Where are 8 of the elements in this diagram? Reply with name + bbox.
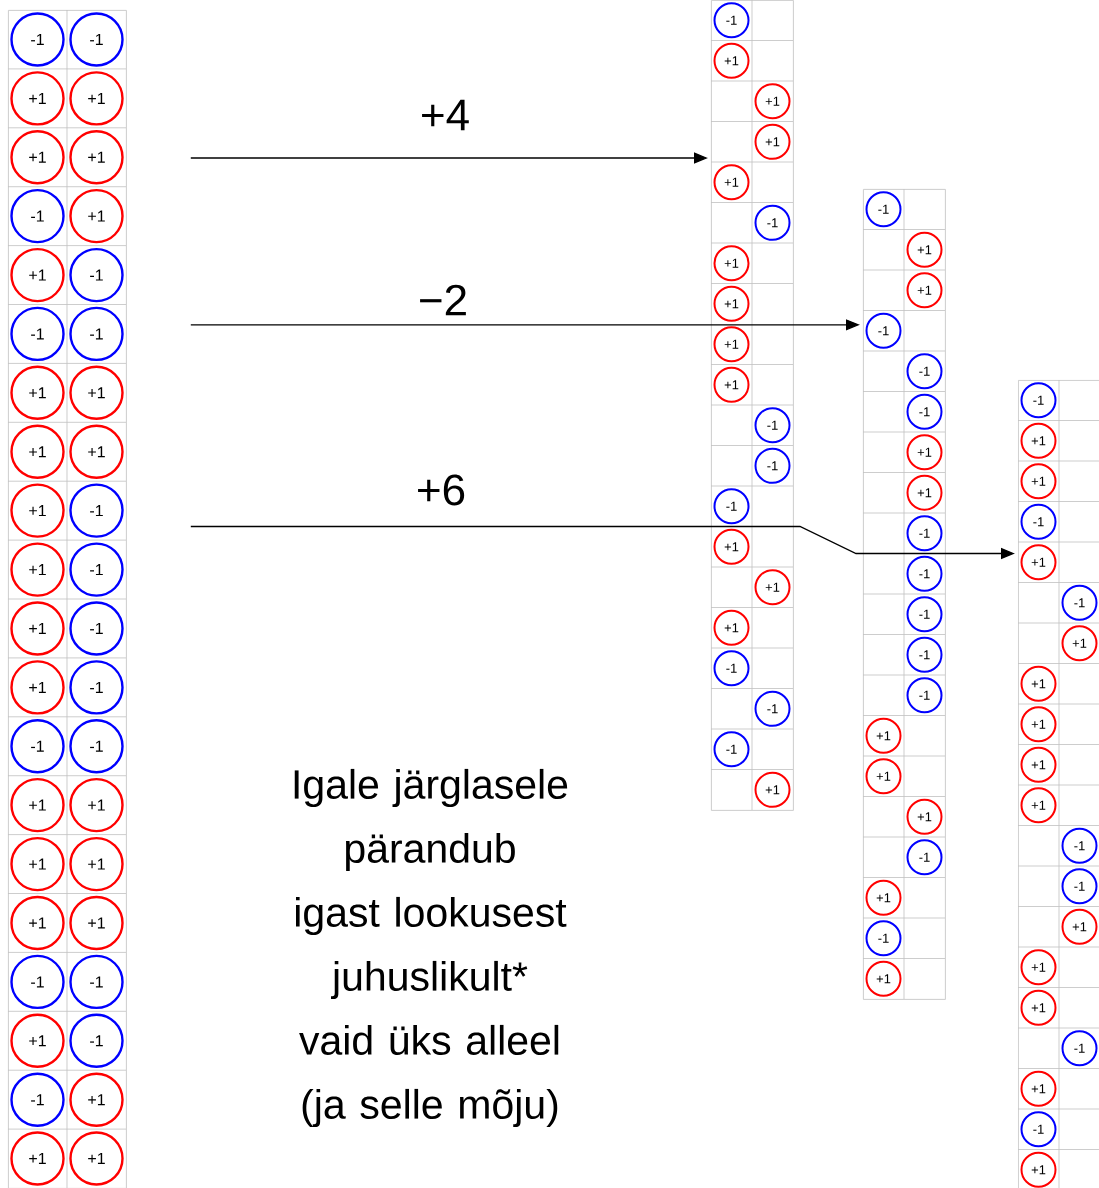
grid-table [862, 188, 946, 1000]
grid-table [710, 0, 794, 811]
grid-table [1017, 379, 1099, 1188]
edge-label: +6 [413, 472, 469, 508]
edge-label: +4 [417, 97, 473, 133]
grid-table [7, 9, 127, 1188]
edge-label: −2 [415, 282, 471, 318]
note-text: Igale järglasele pärandub igast lookusest juhuslikult* vaid üks alleel (ja selle mõju) [294, 768, 568, 1128]
